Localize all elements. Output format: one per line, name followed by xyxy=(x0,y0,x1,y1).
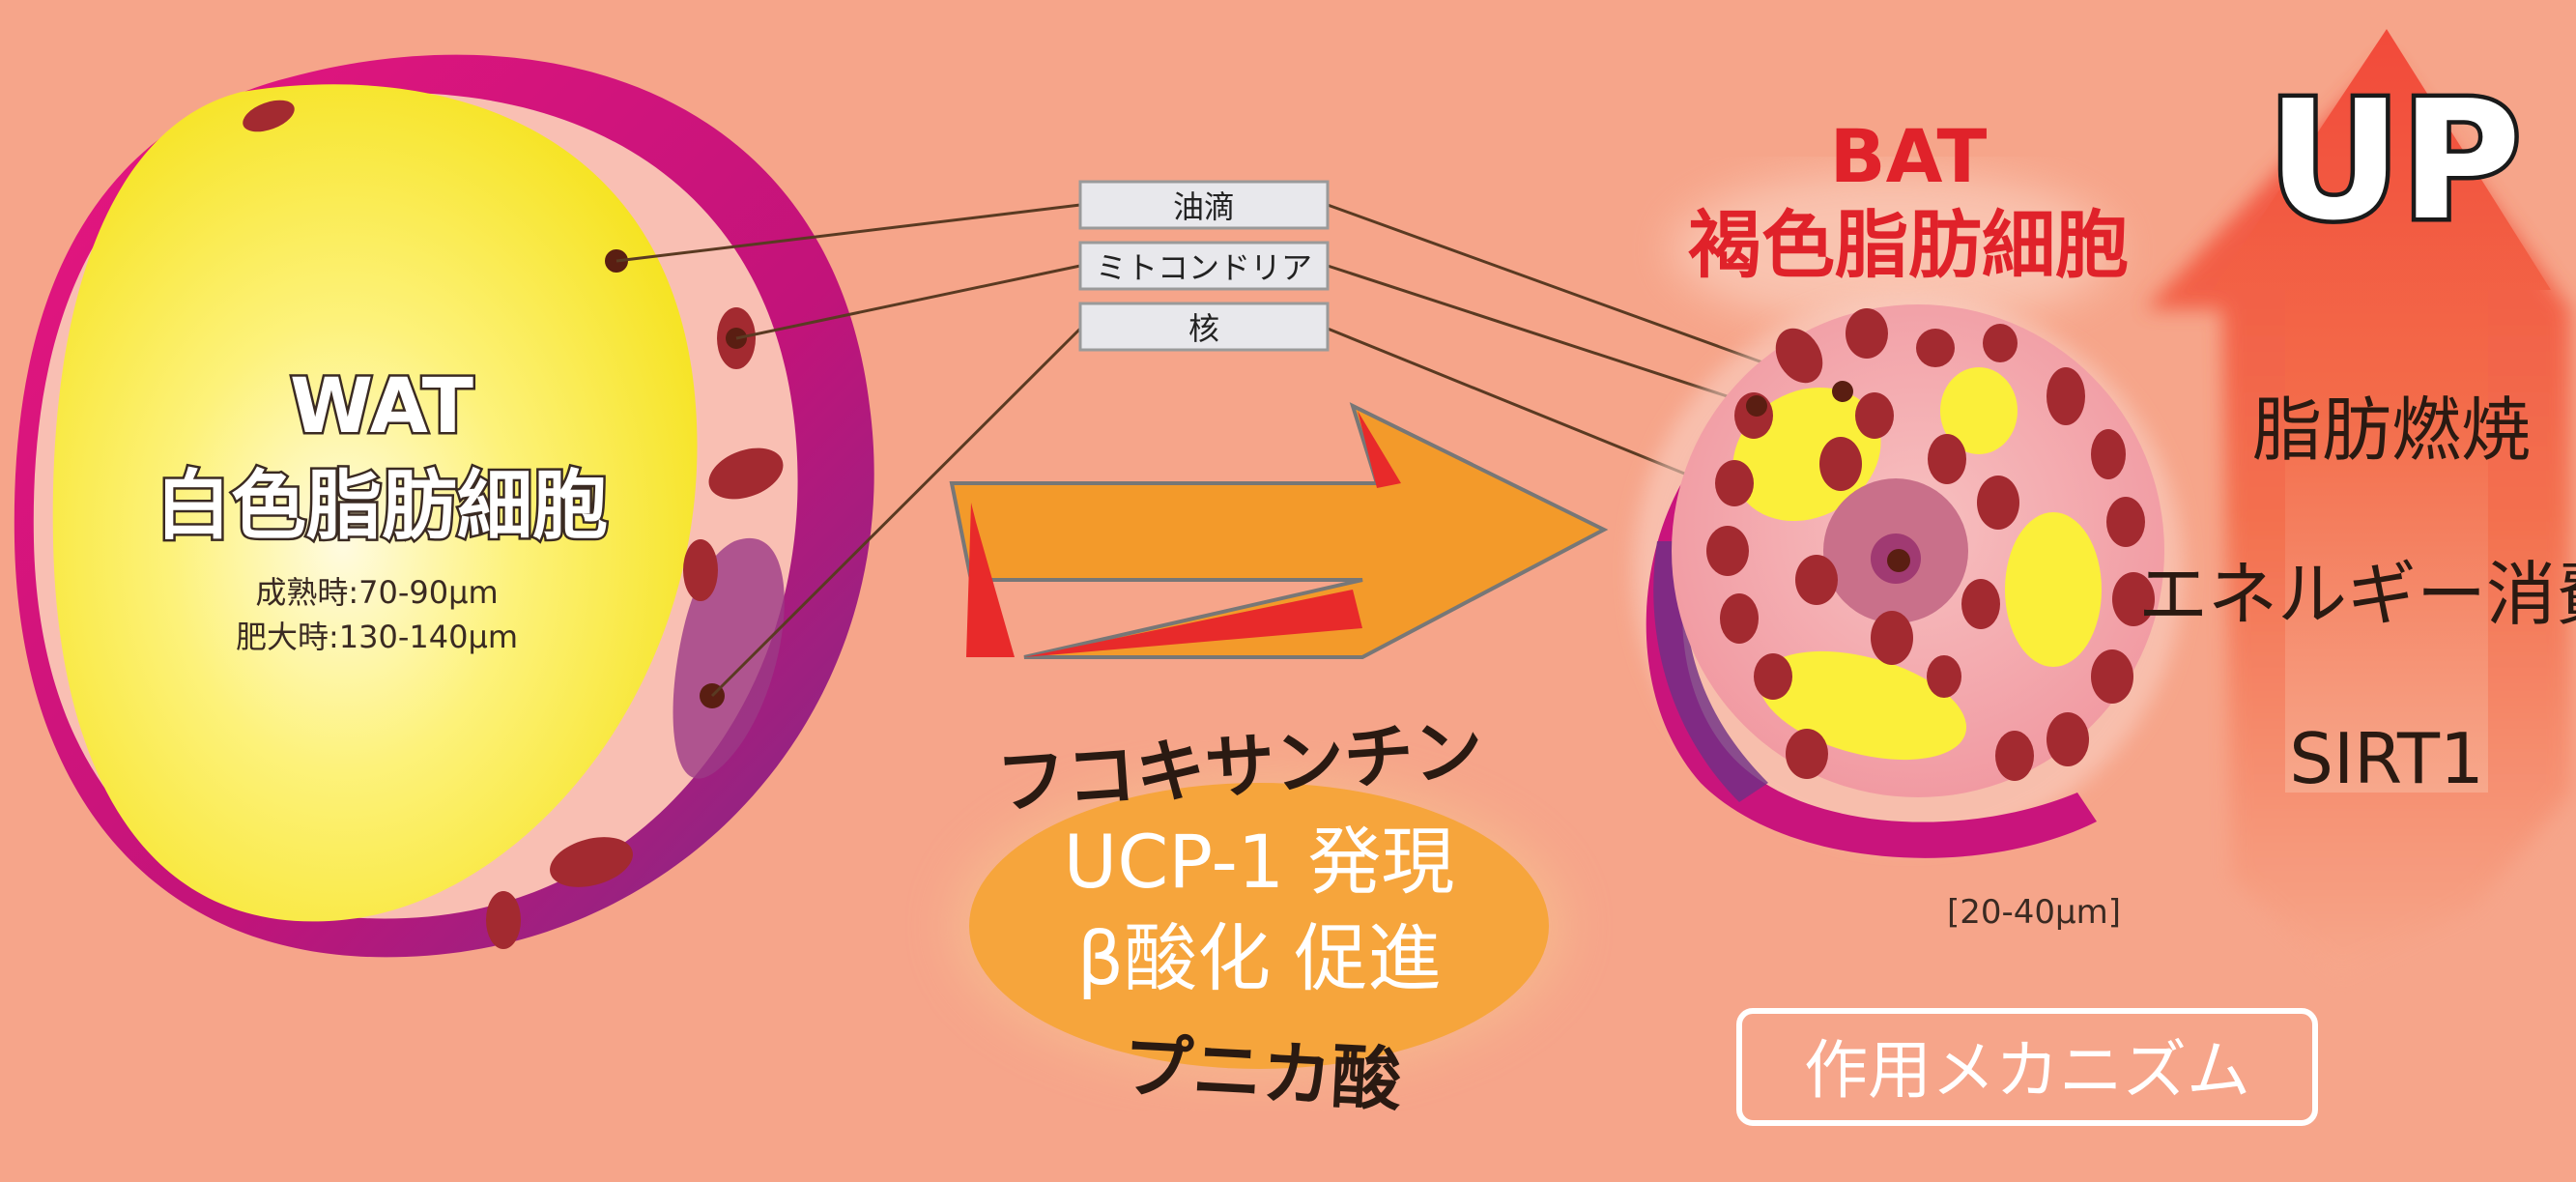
bat-oil-dot xyxy=(1832,381,1853,402)
bat-cell xyxy=(1633,295,2184,858)
wat-cell xyxy=(14,54,874,958)
bat-mito-dot xyxy=(1746,395,1767,417)
punicic-acid-text: プニカ酸 xyxy=(1121,1025,1404,1121)
wat-mitochondria xyxy=(243,100,784,949)
wat-name: 白色脂肪細胞 xyxy=(156,463,608,550)
legend-box-mito: ミトコンドリア xyxy=(1078,241,1330,291)
lightning-arrow xyxy=(949,402,1609,659)
up-text: UP xyxy=(2268,66,2522,257)
beta-text: β酸化 促進 xyxy=(1077,915,1442,1001)
legend-box-oil: 油滴 xyxy=(1078,180,1330,230)
up-arrow xyxy=(2145,29,2570,976)
legend-mito: ミトコンドリア xyxy=(1096,249,1312,286)
bat-name: 褐色脂肪細胞 xyxy=(1688,202,2129,288)
legend-oil: 油滴 xyxy=(1173,188,1235,225)
bat-size: [20-40μm] xyxy=(1947,893,2121,932)
up-line-sirt1: SIRT1 xyxy=(2289,718,2484,799)
bat-mitochondria xyxy=(1706,308,2155,781)
up-arrow-shape xyxy=(2213,29,2551,793)
bat-abbr: BAT xyxy=(1830,113,1988,199)
wat-size-hypertrophic: 肥大時:130-140μm xyxy=(236,619,518,655)
center-ellipse xyxy=(969,783,1549,1069)
wat-abbr: WAT xyxy=(290,363,473,450)
up-line-energy: エネルギー消費 xyxy=(2138,554,2576,635)
legend-box-nucleus: 核 xyxy=(1078,302,1330,352)
mechanism-button[interactable]: 作用メカニズム xyxy=(1736,1008,2318,1126)
wat-size-mature: 成熟時:70-90μm xyxy=(255,574,498,611)
bat-nucleus-dot xyxy=(1887,549,1910,572)
up-line-fat-burning: 脂肪燃焼 xyxy=(2252,389,2531,471)
mechanism-button-label: 作用メカニズム xyxy=(1804,1033,2250,1108)
legend-nucleus: 核 xyxy=(1188,310,1219,347)
ucp-text: UCP-1 発現 xyxy=(1064,819,1455,905)
